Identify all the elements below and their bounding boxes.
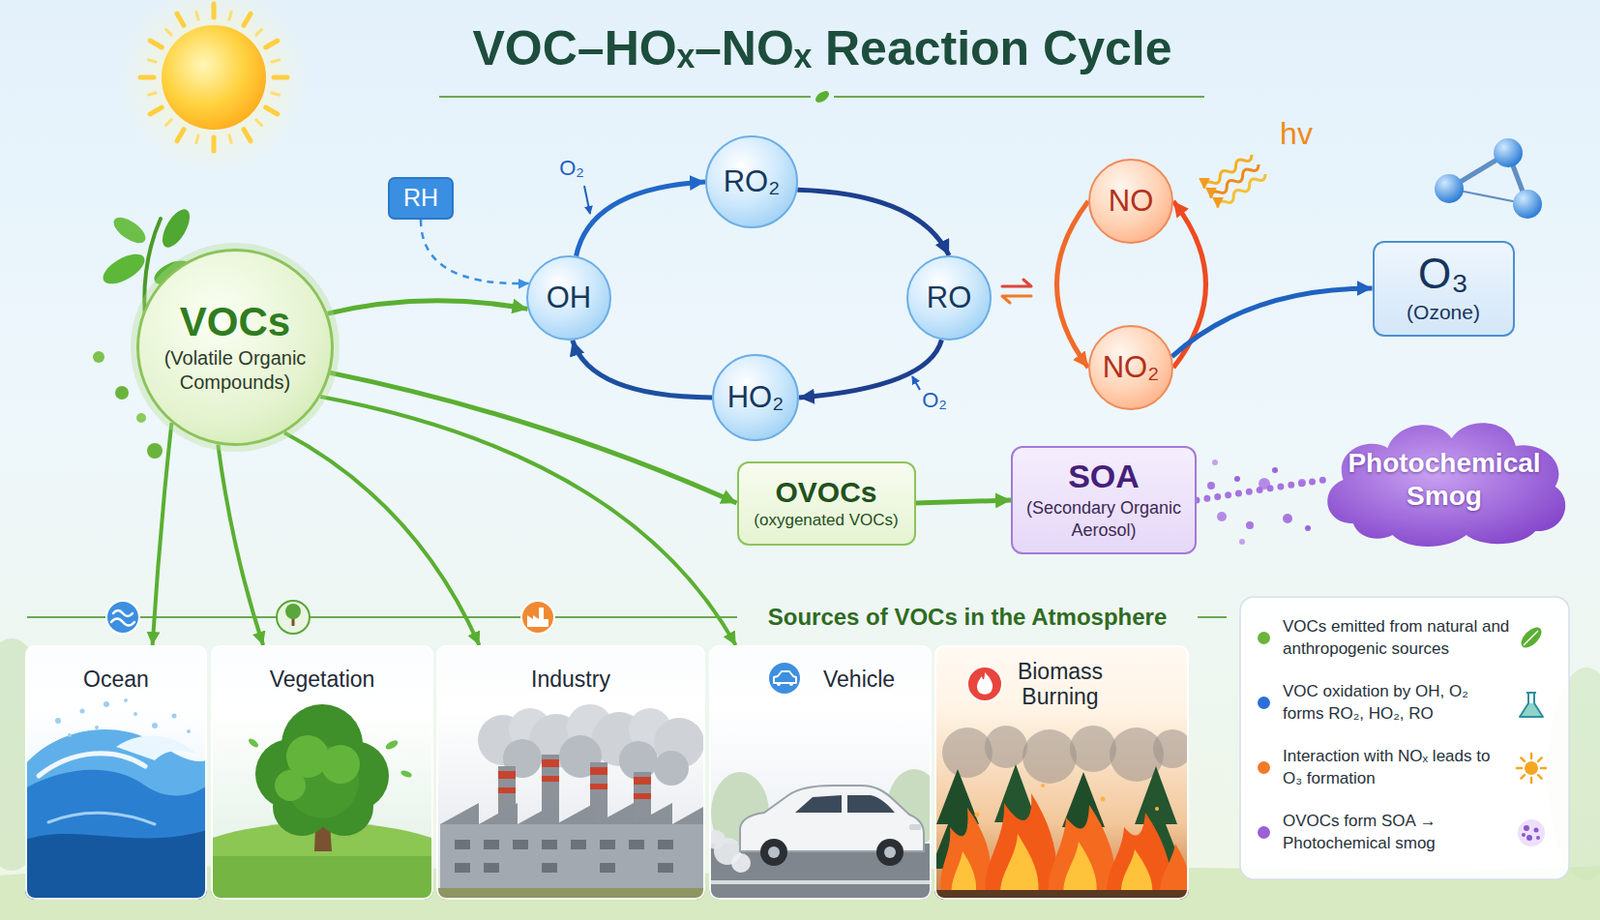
text-group: NO₂: [1102, 351, 1160, 385]
node-label: Vehicle: [823, 666, 895, 692]
connector-arrow: [797, 189, 949, 256]
radical-circle: RO: [906, 255, 992, 341]
node-label: NO₂: [1102, 351, 1160, 385]
radical-circle: OH: [526, 255, 612, 341]
text-group: RO₂: [723, 165, 781, 199]
text-group: Industry: [531, 666, 611, 692]
text-group: Vehicle: [823, 666, 895, 692]
node-sublabel: (Secondary Organic Aerosol): [1020, 497, 1187, 541]
node-label: RO: [926, 281, 973, 315]
text-group: Photochemical Smog: [1347, 446, 1541, 512]
node-label: VOCs: [162, 299, 308, 345]
source-circle: VOCs(Volatile Organic Compounds): [136, 248, 334, 446]
legend-item: Interaction with NOₓ leads to O₃ formati…: [1257, 735, 1513, 800]
nox-circle: NO₂: [1088, 325, 1174, 411]
node-sublabel: (Ozone): [1406, 300, 1481, 324]
product-box: O₃ (Ozone): [1372, 240, 1515, 337]
source-panel: Industry: [436, 645, 706, 900]
node-label: Vegetation: [269, 666, 376, 692]
text-group: Vegetation: [269, 666, 376, 692]
radical-circle: HO₂: [711, 354, 800, 442]
text-group: NO: [1108, 184, 1155, 218]
text-group: RH: [403, 184, 439, 212]
node-label: Ocean: [83, 666, 149, 692]
node-sublabel: (Volatile Organic Compounds): [162, 346, 308, 395]
cloud-shape: [1313, 407, 1576, 553]
connector-arrow: [572, 340, 712, 398]
legend-swatch: [1257, 761, 1271, 774]
radical-circle: RO₂: [705, 135, 799, 229]
text-group: SOA(Secondary Organic Aerosol): [1020, 459, 1187, 542]
node-label: NO: [1108, 184, 1155, 218]
node-label: HO₂: [727, 381, 785, 415]
node-sublabel: (oxygenated VOCs): [753, 510, 898, 531]
node-label: RH: [403, 184, 439, 212]
node-label: Industry: [531, 666, 611, 692]
legend-swatch: [1257, 826, 1271, 839]
connector-arrow: [330, 372, 738, 504]
nox-circle: NO: [1088, 158, 1174, 244]
node-label: SOA: [1020, 459, 1187, 495]
connector-arrow: [217, 444, 264, 647]
reactant-label: O₂: [921, 387, 948, 414]
node-label: OVOCs: [753, 475, 898, 510]
source-panel: Vehicle: [709, 645, 932, 900]
section-heading: Sources of VOCs in the Atmosphere: [768, 603, 1168, 631]
reactant-label: O₂: [559, 155, 585, 181]
connector-arrow: [327, 300, 529, 314]
connector-arrow: [916, 500, 1012, 504]
connector-arrow: [152, 422, 173, 646]
legend-item: OVOCs form SOA → Photochemical smog: [1257, 800, 1513, 865]
connector-arrow: [420, 219, 530, 284]
legend: VOCs emitted from natural and anthropoge…: [1257, 605, 1513, 865]
node-label: Photochemical Smog: [1347, 446, 1541, 512]
legend-swatch: [1257, 631, 1271, 645]
connector-arrow: [284, 432, 480, 646]
connector-arrow: [1196, 479, 1324, 501]
text-group: HO₂: [727, 381, 785, 415]
legend-item: VOC oxidation by OH, O₂ forms RO₂, HO₂, …: [1257, 670, 1513, 736]
legend-text: Interaction with NOₓ leads to O₃ formati…: [1282, 745, 1512, 789]
text-group: Ocean: [83, 666, 149, 692]
reactant-tag: RH: [387, 177, 454, 220]
smog-cloud: Photochemical Smog: [1313, 407, 1576, 553]
connector-arrow: [1172, 288, 1373, 357]
source-panel: Ocean: [25, 645, 208, 900]
text-group: RO: [926, 281, 973, 315]
node-label: Biomass Burning: [1011, 658, 1109, 711]
connector-arrow: [576, 181, 706, 257]
source-panel: Vegetation: [210, 645, 434, 900]
legend-text: OVOCs form SOA → Photochemical smog: [1282, 810, 1512, 854]
legend-item: VOCs emitted from natural and anthropoge…: [1257, 605, 1513, 671]
legend-text: VOCs emitted from natural and anthropoge…: [1282, 616, 1512, 659]
connector-arrow: [1057, 201, 1090, 368]
connector-arrow: [799, 339, 942, 398]
photon-label: hv: [1279, 116, 1313, 152]
source-panel: Biomass Burning: [934, 645, 1189, 900]
text-group: VOCs(Volatile Organic Compounds): [162, 299, 308, 395]
text-group: OVOCs(oxygenated VOCs): [753, 475, 898, 532]
text-group: O₃ (Ozone): [1406, 252, 1481, 324]
legend-swatch: [1257, 696, 1271, 710]
legend-text: VOC oxidation by OH, O₂ forms RO₂, HO₂, …: [1282, 681, 1512, 724]
aerosol-box: SOA(Secondary Organic Aerosol): [1010, 445, 1197, 555]
node-label: RO₂: [723, 165, 781, 199]
ovoc-box: OVOCs(oxygenated VOCs): [737, 461, 917, 546]
text-group: Biomass Burning: [1011, 658, 1109, 711]
node-label: OH: [546, 281, 593, 315]
node-label: O₃: [1406, 252, 1481, 296]
text-group: OH: [546, 281, 593, 315]
diagram-title: VOC–HOₓ–NOₓ Reaction Cycle: [473, 20, 1173, 77]
connector-arrow: [320, 396, 736, 646]
